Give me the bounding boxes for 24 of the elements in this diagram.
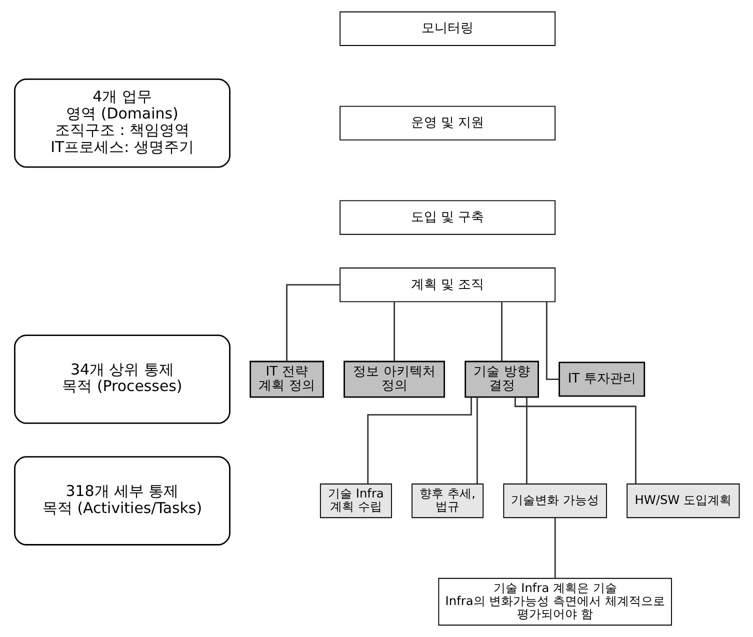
node-box: 기술 방향 결정 [464, 360, 538, 398]
node-box: HW/SW 도입계획 [626, 484, 740, 518]
connector [366, 397, 472, 484]
node-box: 정보 아키텍처 정의 [343, 360, 444, 398]
node-box: 기술 Infra 계획 수립 [319, 484, 392, 518]
connector [554, 518, 556, 578]
connector [500, 302, 502, 362]
node-box: 모니터링 [339, 11, 556, 46]
node-box: 계획 및 조직 [339, 268, 556, 302]
node-box: 도입 및 구축 [339, 200, 556, 235]
connector [286, 284, 340, 362]
node-box: 운영 및 지원 [339, 106, 556, 140]
node-box: 34개 상위 통제 목적 (Processes) [14, 334, 230, 424]
connector [476, 397, 478, 484]
node-box: IT 전략 계획 정의 [249, 360, 324, 398]
node-box: 기술 Infra 계획은 기술 Infra의 변화가능성 측면에서 체계적으로 평가되어야 함 [438, 578, 672, 626]
node-box: 4개 업무 영역 (Domains) 조직구조 : 책임영역 IT프로세스: 생명주기 [14, 78, 230, 168]
node-box: 318개 세부 통제 목적 (Activities/Tasks) [14, 456, 230, 546]
node-box: 기술변화 가능성 [502, 484, 606, 518]
node-box: IT 투자관리 [558, 362, 645, 397]
connector [393, 302, 394, 362]
node-box: 향후 추세, 법규 [411, 484, 484, 518]
connector [514, 397, 636, 484]
connector [526, 397, 527, 484]
